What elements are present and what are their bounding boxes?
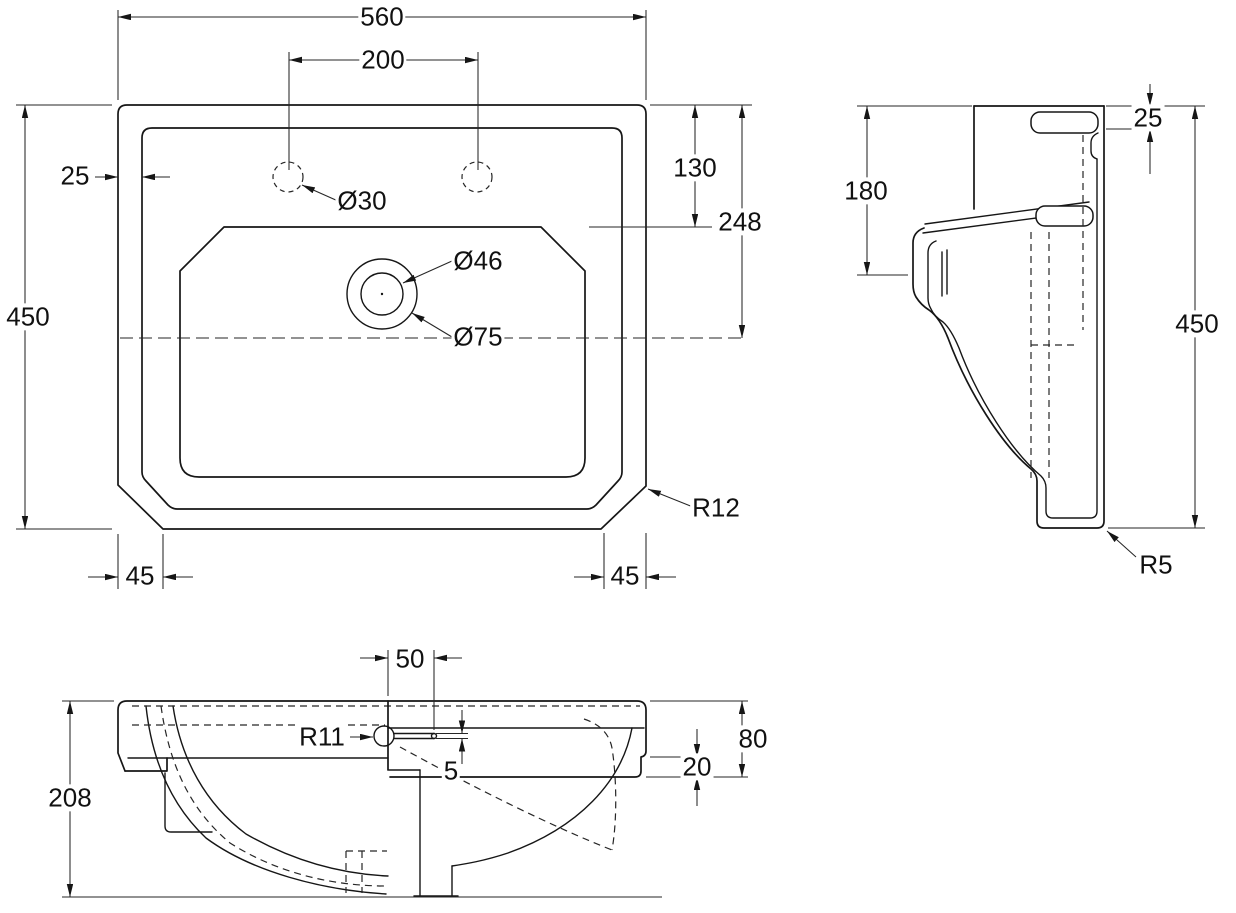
dim-label-plan-deck-depth: 130 xyxy=(671,152,719,183)
front-hidden-drain xyxy=(345,850,387,893)
side-section-view xyxy=(857,84,1205,558)
side-hanger-slot-lower xyxy=(1035,205,1094,227)
plan-drain-outer-circle xyxy=(346,258,418,330)
leader-drain-outer xyxy=(411,312,453,338)
side-lip-groove xyxy=(941,249,948,297)
front-bowl-cut-edge xyxy=(451,727,633,867)
dim-label-plan-corner-radius: R12 xyxy=(690,492,742,523)
plan-tap-hole-right xyxy=(461,161,493,193)
front-back-corner-curve-outer xyxy=(145,705,387,895)
dim-label-front-height: 208 xyxy=(46,782,94,813)
side-back-step xyxy=(1090,132,1099,160)
plan-outer-outline xyxy=(117,104,647,530)
leader-corner-radius xyxy=(647,488,694,508)
side-hanger-slot-upper xyxy=(1030,111,1099,134)
dim-label-side-height: 450 xyxy=(1173,308,1221,339)
dim-label-plan-depth: 450 xyxy=(4,301,52,332)
dim-label-front-side-height: 80 xyxy=(736,723,770,754)
plan-tap-hole-left xyxy=(272,161,304,193)
front-left-lug xyxy=(164,772,213,833)
leader-bottom-radius xyxy=(1106,530,1137,558)
side-hidden-drain xyxy=(1030,232,1050,478)
dim-label-front-overflow-radius: R11 xyxy=(297,721,347,752)
plan-rim-inner-outline xyxy=(141,127,623,510)
dim-label-side-front-depth: 180 xyxy=(842,175,890,206)
front-hidden-bowl-right-edge xyxy=(583,718,617,851)
front-section-view xyxy=(62,650,748,898)
front-outer-outline xyxy=(117,700,647,778)
dim-label-front-slot-height: 5 xyxy=(441,755,461,786)
dim-label-plan-tap-spacing: 200 xyxy=(359,44,407,75)
front-overflow-hole xyxy=(373,725,395,747)
dim-label-plan-chamfer-left: 45 xyxy=(123,560,157,591)
dim-label-plan-rim-width: 25 xyxy=(58,160,92,191)
side-inner-surface xyxy=(927,158,1098,519)
dim-label-front-overflow-offset: 50 xyxy=(393,643,427,674)
dim-label-side-corner-radius: R5 xyxy=(1137,549,1175,580)
side-outer-profile xyxy=(912,105,1105,529)
ext-line xyxy=(589,104,752,228)
ext-line xyxy=(16,104,112,530)
front-overflow-slot-end xyxy=(430,732,438,740)
front-left-step xyxy=(124,757,168,772)
ext-line xyxy=(288,52,479,170)
dim-label-plan-tap-dia: Ø30 xyxy=(335,185,389,216)
dim-label-front-step: 20 xyxy=(680,751,714,782)
plan-drain-center-dot xyxy=(380,292,384,296)
plan-view xyxy=(16,10,752,589)
dim-label-side-rim-thickness: 25 xyxy=(1131,102,1165,133)
dim-label-plan-drain-inner: Ø46 xyxy=(451,245,505,276)
ext-line xyxy=(857,105,972,276)
ext-line xyxy=(436,732,468,740)
leader-tap-dia xyxy=(301,184,339,202)
leader-drain-inner xyxy=(402,260,453,284)
dim-label-plan-chamfer-right: 45 xyxy=(608,560,642,591)
ext-line xyxy=(117,10,647,100)
plan-drain-inner-circle xyxy=(360,272,404,316)
front-hidden-bowl-left xyxy=(160,705,388,887)
dim-label-plan-width: 560 xyxy=(358,1,406,32)
plan-bowl-outline xyxy=(179,226,586,478)
dim-label-plan-drain-center: 248 xyxy=(716,206,764,237)
front-hidden-bowl-right xyxy=(399,746,613,851)
dim-label-plan-drain-outer: Ø75 xyxy=(451,321,505,352)
front-back-corner-curve-inner xyxy=(172,705,389,877)
front-overflow-slot xyxy=(393,732,435,740)
